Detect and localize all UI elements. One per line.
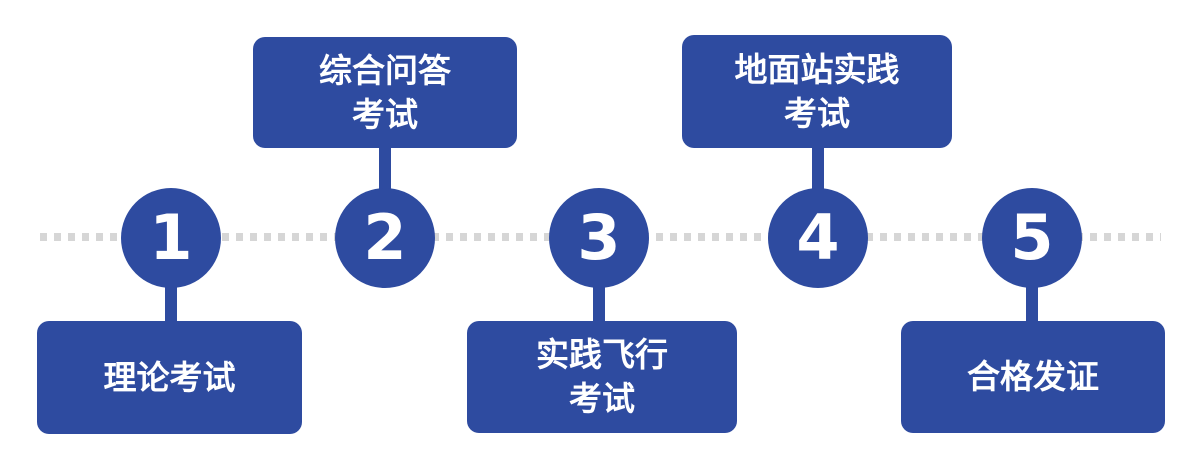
step-2-circle: 2 <box>335 188 435 288</box>
step-4-label-line2: 考试 <box>784 93 850 133</box>
step-5-label-box: 合格发证 <box>901 321 1165 433</box>
step-1-circle: 1 <box>121 188 221 288</box>
step-4-label-line1: 地面站实践 <box>734 49 900 89</box>
step-2-label-line2: 考试 <box>352 94 418 134</box>
step-2-number: 2 <box>363 201 407 274</box>
step-2-label-line1: 综合问答 <box>319 50 451 90</box>
step-1-number: 1 <box>149 201 193 274</box>
step-5-label-line1: 合格发证 <box>967 357 1099 397</box>
step-1-label-line1: 理论考试 <box>103 357 236 397</box>
step-4-circle: 4 <box>768 188 868 288</box>
step-5-circle: 5 <box>982 188 1082 288</box>
step-5-number: 5 <box>1010 201 1054 274</box>
step-4-number: 4 <box>796 201 840 274</box>
step-4-connector <box>812 140 824 198</box>
step-3-label-box: 实践飞行 考试 <box>467 321 737 433</box>
step-2-label-box: 综合问答 考试 <box>253 37 517 148</box>
step-3-label-line2: 考试 <box>569 379 635 418</box>
step-1-label-box: 理论考试 <box>37 321 302 434</box>
step-2-connector <box>379 140 391 198</box>
step-4-label-box: 地面站实践 考试 <box>682 35 952 148</box>
step-3-number: 3 <box>577 201 621 274</box>
step-3-label-line1: 实践飞行 <box>536 335 668 375</box>
step-3-circle: 3 <box>549 188 649 288</box>
